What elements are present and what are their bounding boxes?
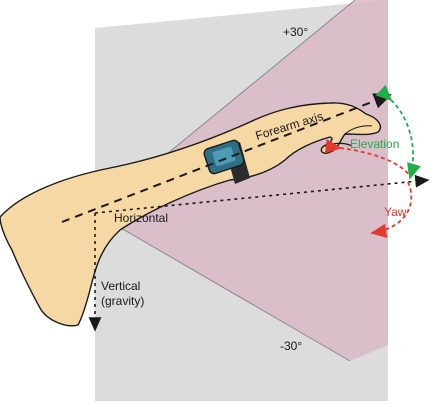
label-elevation: Elevation: [350, 137, 399, 151]
wedge-edge-lower: [94, 212, 351, 362]
label-plus30: +30°: [283, 25, 308, 39]
label-yaw: Yaw: [384, 205, 407, 219]
finger-crease: [344, 125, 373, 135]
label-horizontal: Horizontal: [114, 211, 168, 225]
forearm-axis-line: [61, 93, 392, 223]
yaw-arc: [370, 181, 413, 238]
label-vertical: Vertical: [101, 279, 140, 293]
smartwatch-screen: [212, 146, 236, 167]
label-gravity: (gravity): [101, 294, 144, 308]
elevation-arc: [375, 84, 421, 180]
label-minus30: -30°: [280, 339, 302, 353]
yaw-arc-upper: [324, 139, 411, 177]
